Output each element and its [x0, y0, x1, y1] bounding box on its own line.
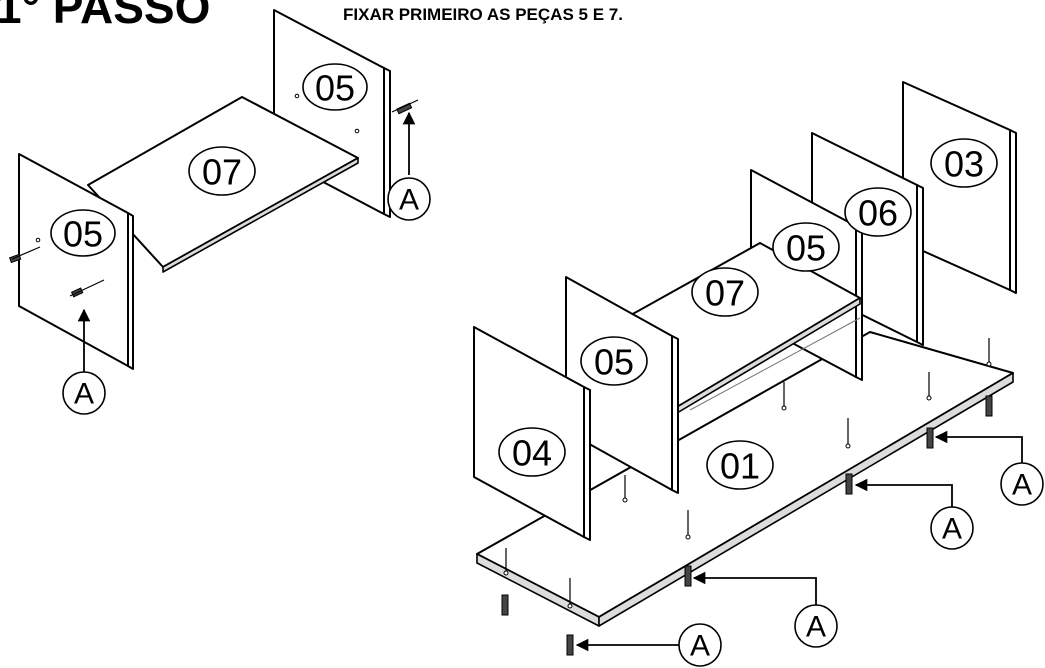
svg-text:04: 04: [512, 433, 552, 474]
left-label-07: 07: [188, 146, 256, 196]
base-dowels: [501, 395, 993, 656]
svg-text:A: A: [690, 630, 710, 663]
step-title: 1° PASSO: [0, 0, 211, 33]
label-07: 07: [691, 267, 759, 317]
label-03: 03: [930, 138, 998, 188]
svg-text:06: 06: [858, 193, 898, 234]
label-05-back: 05: [772, 222, 840, 272]
left-dowels: [8, 93, 419, 298]
svg-text:07: 07: [202, 152, 242, 193]
svg-text:A: A: [74, 378, 94, 411]
svg-text:A: A: [1012, 469, 1032, 502]
label-06: 06: [844, 187, 912, 237]
svg-text:01: 01: [720, 446, 760, 487]
base-holes: [503, 338, 992, 609]
callout-a-1: A: [934, 430, 1044, 506]
right-assembly: 03 06 05 07 05 04: [473, 81, 1044, 667]
callout-a-4: A: [575, 623, 722, 667]
instruction-text: FIXAR PRIMEIRO AS PEÇAS 5 E 7.: [343, 5, 623, 24]
svg-text:05: 05: [786, 228, 826, 269]
left-callout-a-bottom: A: [62, 308, 106, 415]
label-01: 01: [706, 440, 774, 490]
svg-text:A: A: [942, 513, 962, 546]
left-callout-a-right: A: [387, 111, 431, 221]
callout-a-2: A: [854, 478, 974, 550]
svg-text:03: 03: [944, 144, 984, 185]
svg-text:05: 05: [594, 342, 634, 383]
callout-a-3: A: [692, 571, 838, 648]
svg-text:05: 05: [315, 68, 355, 109]
svg-text:A: A: [399, 184, 419, 217]
label-05-front: 05: [580, 336, 648, 386]
svg-text:A: A: [806, 611, 826, 644]
svg-text:07: 07: [705, 273, 745, 314]
left-assembly: 05 07 05 A A: [8, 9, 431, 415]
left-label-05-back: 05: [302, 63, 368, 111]
svg-text:05: 05: [63, 214, 103, 255]
left-label-05-front: 05: [50, 209, 116, 257]
label-04: 04: [498, 427, 566, 477]
